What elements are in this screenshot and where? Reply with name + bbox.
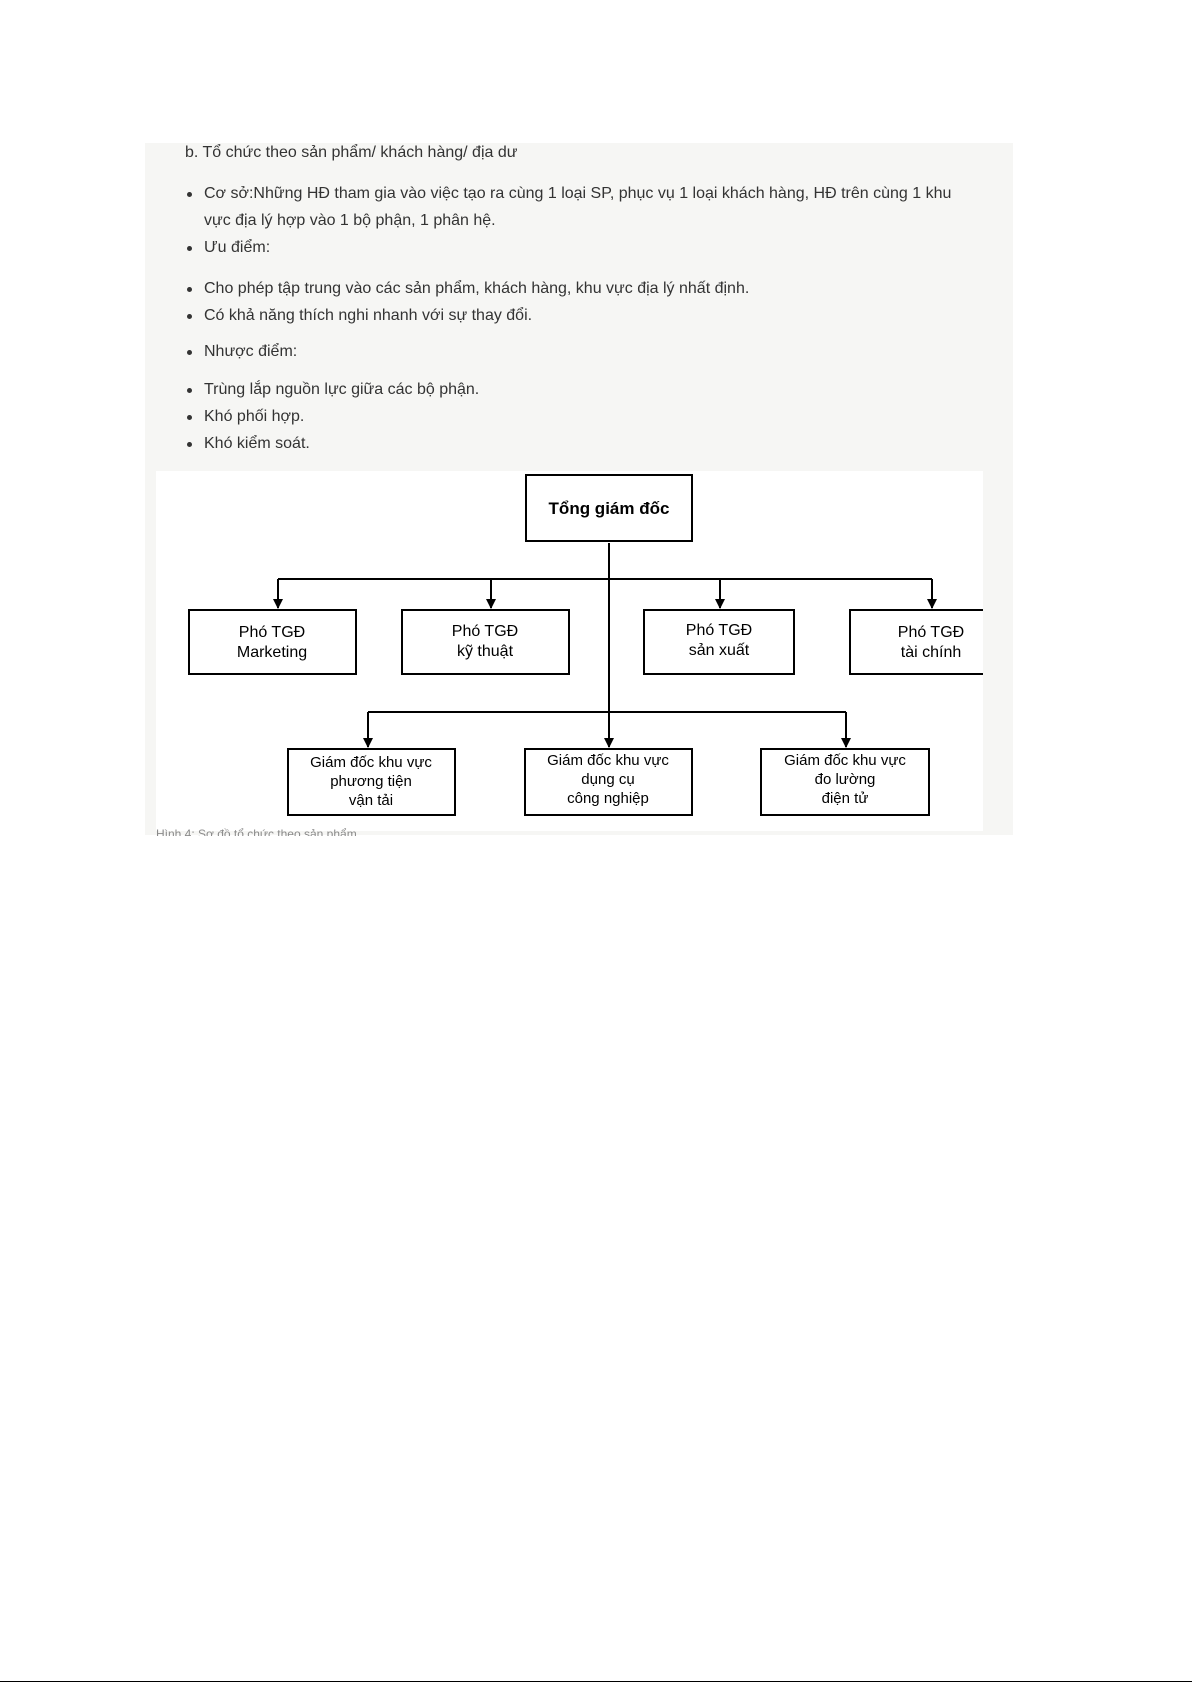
node-label: Giám đốc khu vực: [784, 752, 906, 769]
node-director-transport: Giám đốc khu vực phương tiện vận tải: [287, 748, 456, 816]
list-item-basis: Cơ sở:Những HĐ tham gia vào việc tạo ra …: [185, 180, 975, 234]
node-vp-finance: Phó TGĐ tài chính: [849, 609, 983, 675]
node-label: điện tử: [822, 790, 869, 807]
node-label: Phó TGĐ: [898, 624, 964, 641]
list-item-disadvantage: Trùng lắp nguồn lực giữa các bộ phận.: [185, 376, 975, 403]
node-vp-production: Phó TGĐ sản xuất: [643, 609, 795, 675]
node-label: Marketing: [237, 644, 307, 661]
node-label: dụng cụ: [581, 771, 634, 788]
section-heading: b. Tổ chức theo sản phẩm/ khách hàng/ đị…: [185, 144, 518, 161]
org-chart: Tổng giám đốc Phó TGĐ Marketing Phó TGĐ …: [156, 471, 983, 831]
node-vp-engineering: Phó TGĐ kỹ thuật: [401, 609, 570, 675]
list-item-disadvantage: Khó phối hợp.: [185, 403, 975, 430]
list-item-advantages-label: Ưu điểm:: [185, 234, 975, 261]
node-label: tài chính: [901, 644, 961, 661]
node-label: phương tiện: [330, 773, 412, 790]
list-item-disadvantages-label: Nhược điểm:: [185, 338, 975, 365]
list-item-advantage: Có khả năng thích nghi nhanh với sự thay…: [185, 302, 975, 329]
node-label: Giám đốc khu vực: [547, 752, 669, 769]
disadvantages-list: Trùng lắp nguồn lực giữa các bộ phận. Kh…: [185, 376, 975, 457]
node-ceo-label: Tổng giám đốc: [549, 499, 670, 518]
disadvantages-label-list: Nhược điểm:: [185, 338, 975, 365]
list-item-disadvantage: Khó kiểm soát.: [185, 430, 975, 457]
node-label: công nghiệp: [567, 790, 649, 807]
node-label: sản xuất: [689, 642, 750, 659]
node-vp-marketing: Phó TGĐ Marketing: [188, 609, 357, 675]
basis-list: Cơ sở:Những HĐ tham gia vào việc tạo ra …: [185, 180, 975, 261]
node-label: Phó TGĐ: [686, 622, 752, 639]
node-label: vận tải: [349, 792, 393, 809]
connector-lines: [273, 543, 937, 748]
page-bottom-rule: [0, 1681, 1192, 1682]
node-ceo: Tổng giám đốc: [525, 474, 693, 542]
node-director-industrial-tools: Giám đốc khu vực dụng cụ công nghiệp: [524, 748, 693, 816]
node-label: kỹ thuật: [457, 643, 514, 660]
node-label: Giám đốc khu vực: [310, 754, 432, 771]
node-label: Phó TGĐ: [452, 623, 518, 640]
list-item-advantage: Cho phép tập trung vào các sản phẩm, khá…: [185, 275, 975, 302]
node-director-electronic-measurement: Giám đốc khu vực đo lường điện tử: [760, 748, 930, 816]
node-label: Phó TGĐ: [239, 624, 305, 641]
figure-caption-cutoff: Hình 4: Sơ đồ tổ chức theo sản phẩm: [156, 828, 357, 836]
advantages-list: Cho phép tập trung vào các sản phẩm, khá…: [185, 275, 975, 329]
node-label: đo lường: [815, 771, 876, 788]
